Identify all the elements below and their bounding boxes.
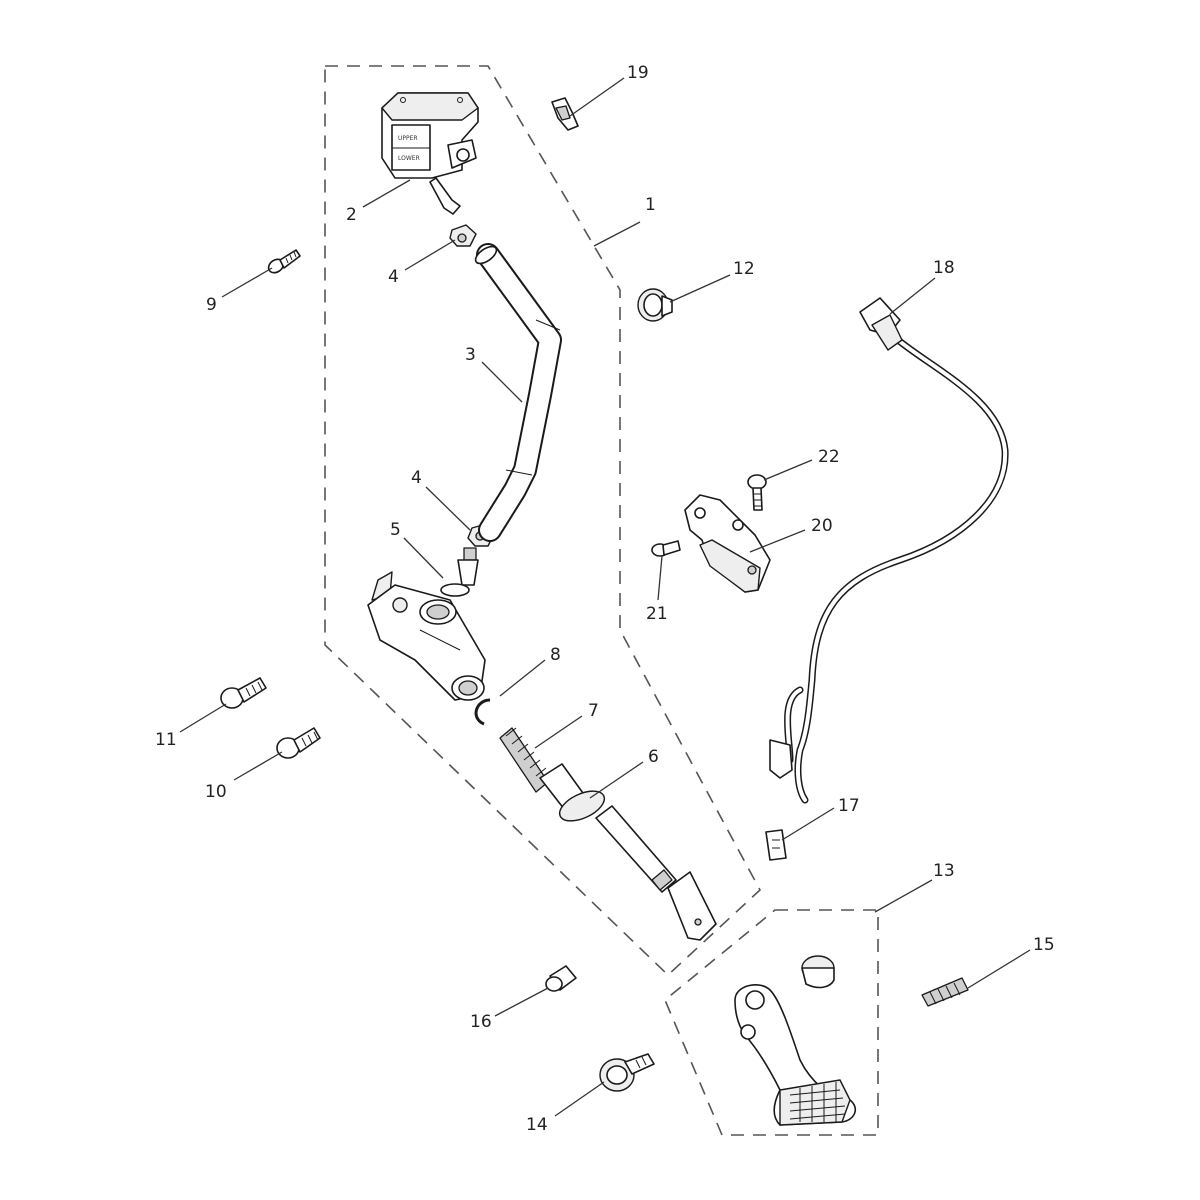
callout-15: 15 [1033,935,1055,955]
reservoir-lower-text: LOWER [398,155,420,162]
leader-16 [494,987,549,1017]
pin-16-part [545,965,577,992]
callout-4b: 4 [411,468,422,488]
leader-13 [874,879,933,913]
reservoir-upper-text: UPPER [398,135,418,142]
leader-22 [763,459,813,481]
leader-14 [554,1081,605,1117]
leader-10 [233,751,283,781]
callout-17: 17 [838,796,860,816]
callout-14: 14 [526,1115,548,1135]
callout-1: 1 [645,195,656,215]
screw-22-part [747,474,767,511]
assembly-1-outline [324,65,761,977]
callout-5: 5 [390,520,401,540]
callout-16: 16 [470,1012,492,1032]
leader-12 [669,274,731,303]
leader-19 [569,77,625,117]
callout-19: 19 [627,63,649,83]
bracket-20-part [684,494,771,593]
leader-4b [425,486,471,531]
leader-18 [889,277,936,315]
callout-12: 12 [733,259,755,279]
bolt-10-part [276,727,321,759]
leader-2 [362,179,411,208]
leader-4a [404,239,456,271]
leader-8 [499,659,546,697]
callout-7: 7 [588,701,599,721]
clip-17-part [765,829,787,861]
banjo-bolt-part [440,547,479,597]
clip-part-19 [551,97,579,131]
leader-5 [403,537,444,579]
spring-15-part [921,977,969,1007]
grommet-12-part [637,288,673,322]
circlip-part [474,698,491,726]
brake-pedal-13-part [734,955,857,1126]
leader-17 [781,807,835,841]
callout-3: 3 [465,345,476,365]
pivot-bolt-14-part [599,1053,655,1092]
sensor-wiring-part [769,297,1009,804]
callout-2: 2 [346,205,357,225]
leader-6 [589,761,644,799]
push-rod-part [558,790,717,941]
leader-11 [179,703,227,733]
callout-13: 13 [933,861,955,881]
leader-20 [749,529,806,553]
callout-9: 9 [206,295,217,315]
master-cylinder-part [367,571,486,701]
assembly-13-outline [664,909,879,1136]
callout-22: 22 [818,447,840,467]
leader-1 [593,221,641,247]
callout-8: 8 [550,645,561,665]
bolt-11-part [220,677,267,709]
callout-18: 18 [933,258,955,278]
bolt-9-part [267,249,301,274]
callout-20: 20 [811,516,833,536]
callout-21: 21 [646,604,668,624]
callout-10: 10 [205,782,227,802]
callout-4a: 4 [388,267,399,287]
reservoir-part: UPPER LOWER [381,92,479,215]
callout-11: 11 [155,730,177,750]
screw-21-part [651,540,681,557]
leader-21 [657,555,663,601]
callout-6: 6 [648,747,659,767]
brake-hose-part [474,243,562,542]
leader-9 [221,267,273,298]
leader-7 [534,715,583,749]
hose-clip-upper-part [449,224,477,247]
leader-15 [967,949,1031,989]
leader-3 [481,361,523,403]
